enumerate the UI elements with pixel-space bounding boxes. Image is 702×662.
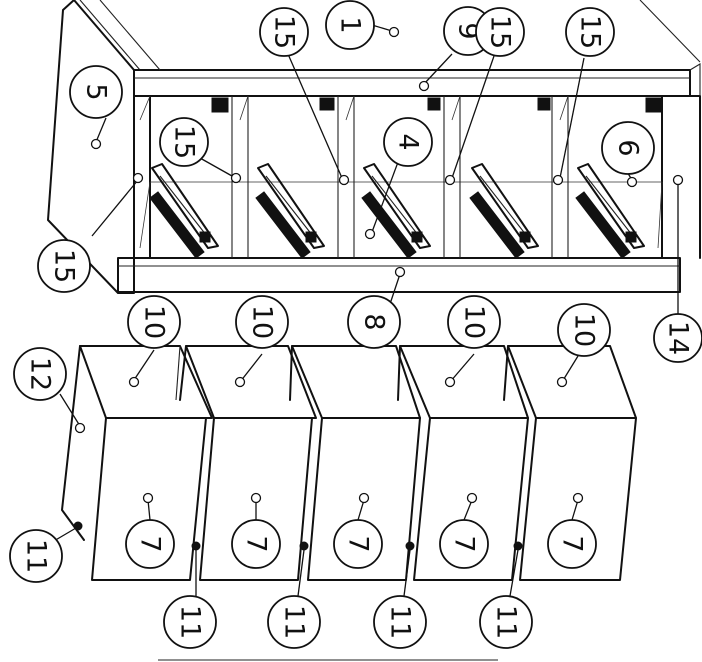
callout-12-label: 12 [25,357,56,391]
bottom-rail [117,257,681,293]
rail-bay-3 [361,163,431,259]
rail-bay-5 [575,163,645,259]
callout-7a-label: 7 [135,535,166,552]
callout-15b: 15 [475,7,525,57]
callout-15e: 15 [37,239,91,293]
callout-11d-label: 11 [385,605,416,639]
cabinet [47,0,701,294]
callout-7c-label: 7 [343,535,374,552]
callout-14: 14 [653,313,702,363]
callout-10c: 10 [447,295,501,349]
callout-8: 8 [347,295,401,349]
callout-14-label: 14 [663,321,694,355]
callout-11b-label: 11 [175,605,206,639]
rail-bay-4 [469,163,539,259]
divider-4 [551,96,569,258]
callout-5: 5 [69,65,123,119]
callout-10c-label: 10 [459,305,490,339]
callout-11b: 11 [163,595,217,649]
divider-2 [337,96,355,258]
callout-4: 4 [383,117,433,167]
callout-7b: 7 [231,519,281,569]
callout-11a: 11 [9,529,63,583]
drawer-rails [149,97,663,259]
side-panel-edge [79,0,141,71]
callout-10a-label: 10 [139,305,170,339]
callout-4-label: 4 [393,133,424,150]
top-bracket-5 [645,97,663,113]
callout-15d-label: 15 [169,125,200,159]
callout-7d: 7 [439,519,489,569]
callout-11c: 11 [267,595,321,649]
callout-10b-label: 10 [247,305,278,339]
top-bracket-1 [211,97,229,113]
callouts: 1 9 15 15 15 5 15 4 [9,0,702,649]
callout-10d-label: 10 [569,313,600,347]
callout-1-label: 1 [335,16,366,33]
top-frame-back-edge [99,0,701,71]
top-bracket-4 [537,97,551,111]
top-bracket-3 [427,97,441,111]
rail-bay-1 [149,163,219,259]
callout-15c-label: 15 [575,15,606,49]
callout-15e-label: 15 [49,249,80,283]
callout-7e-label: 7 [557,535,588,552]
callout-11a-label: 11 [21,539,52,573]
divider-3 [443,96,461,258]
top-bracket-2 [319,97,335,111]
top-frame [133,69,691,97]
callout-15b-label: 15 [485,15,516,49]
callout-11c-label: 11 [279,605,310,639]
callout-15a-label: 15 [269,15,300,49]
callout-6-label: 6 [613,139,644,156]
callout-15a: 15 [259,7,309,57]
callout-11e: 11 [479,595,533,649]
divider-perspective [139,95,569,121]
callout-7d-label: 7 [449,535,480,552]
callout-6: 6 [601,121,655,175]
callout-10b: 10 [235,295,289,349]
callout-7a: 7 [125,519,175,569]
callout-7b-label: 7 [241,535,272,552]
callout-8-label: 8 [359,313,390,330]
leaders [41,24,684,597]
callout-12: 12 [13,347,67,401]
callout-11d: 11 [373,595,427,649]
callout-10a: 10 [127,295,181,349]
callout-15d: 15 [159,117,209,167]
callout-7e: 7 [547,519,597,569]
callout-7c: 7 [333,519,383,569]
rail-bay-2 [255,163,325,259]
callout-11e-label: 11 [491,605,522,639]
callout-15c: 15 [565,7,615,57]
callout-1: 1 [325,0,375,50]
callout-10d: 10 [557,303,611,357]
right-end-post-edge [689,63,701,96]
callout-5-label: 5 [81,83,112,100]
